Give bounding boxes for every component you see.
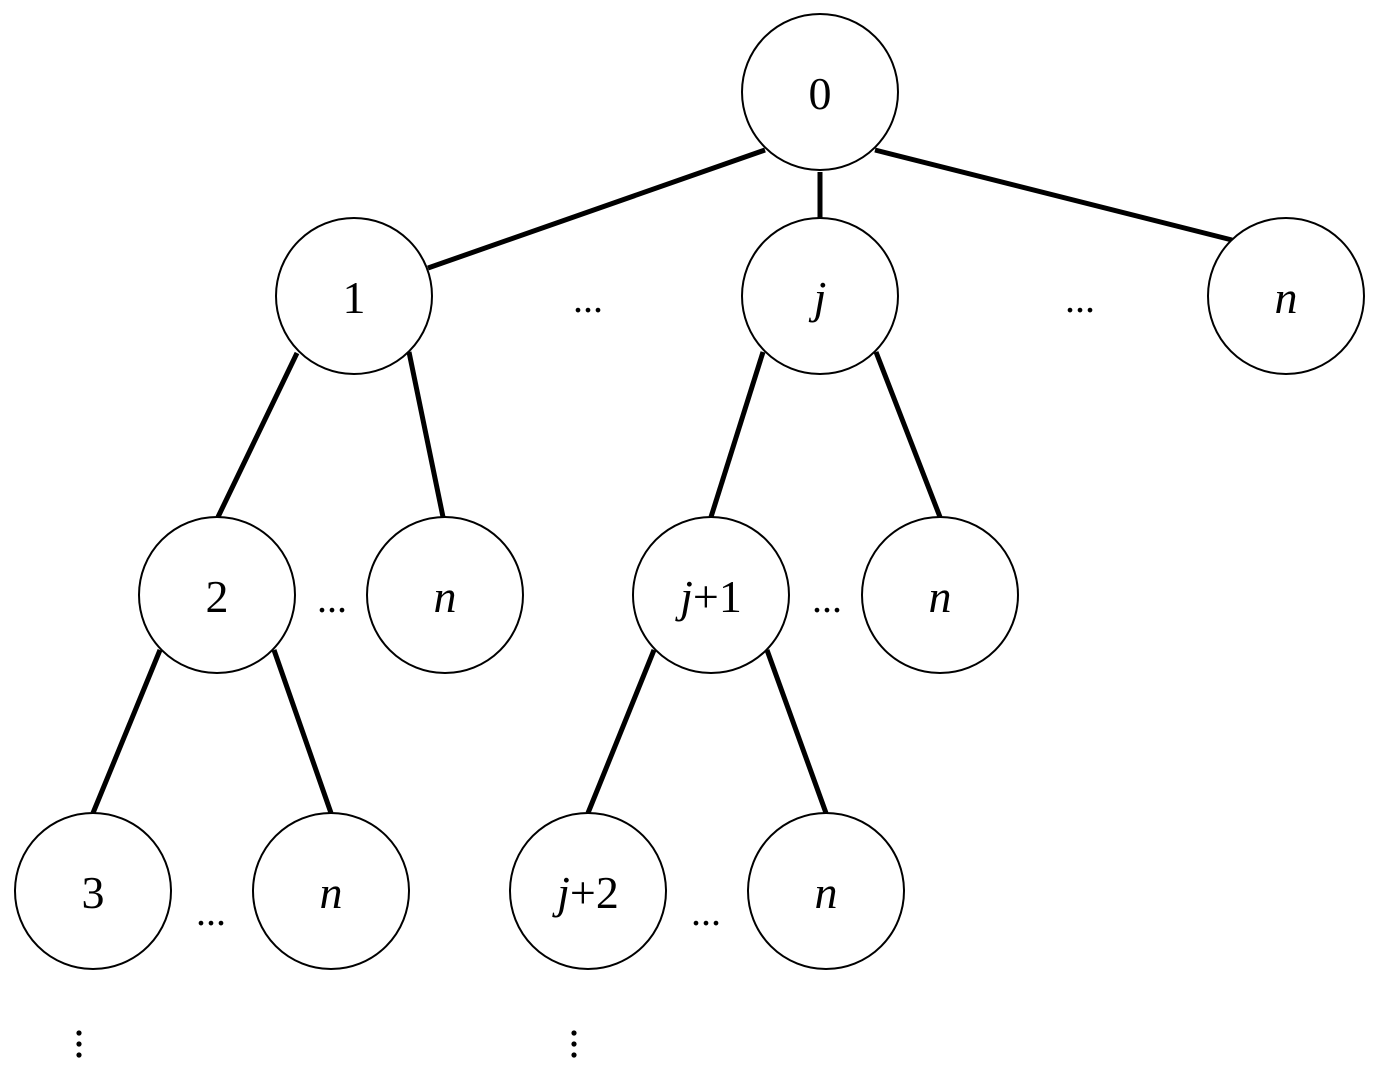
node-n-level3-right: n	[747, 812, 905, 970]
edge-1-n	[406, 351, 446, 518]
node-label: j+1	[675, 571, 742, 622]
node-label: 3	[82, 867, 105, 918]
edge-j-j1	[708, 351, 766, 518]
node-j-plus-1: j+1	[632, 516, 790, 674]
node-3: 3	[14, 812, 172, 970]
node-label: 2	[206, 571, 229, 622]
edge-2-3	[90, 649, 163, 814]
node-label: j+2	[552, 867, 619, 918]
node-label: n	[320, 867, 343, 918]
node-label: n	[1275, 272, 1298, 323]
node-label: 1	[343, 272, 366, 323]
ellipsis-level3-left: ...	[196, 889, 226, 934]
edge-2-n	[271, 649, 334, 814]
edge-j1-j2	[585, 649, 657, 814]
edges	[90, 147, 1233, 814]
node-n-level2-right: n	[861, 516, 1019, 674]
node-1: 1	[275, 217, 433, 375]
node-label: n	[929, 571, 952, 622]
ellipses: ... ... ... ... ... ...	[196, 276, 1095, 934]
edge-1-2	[215, 351, 300, 519]
edge-j-n	[873, 351, 943, 518]
ellipsis-level3-right: ...	[691, 889, 721, 934]
node-label: n	[434, 571, 457, 622]
node-n-level3-left: n	[252, 812, 410, 970]
node-root: 0	[741, 13, 899, 171]
node-n-level2-left: n	[366, 516, 524, 674]
node-j-plus-2: j+2	[509, 812, 667, 970]
vertical-ellipsis-left	[76, 1030, 82, 1058]
vertical-ellipsis-right	[571, 1030, 577, 1058]
node-label: j	[809, 272, 827, 323]
ellipsis-level2-left: ...	[317, 576, 347, 621]
edge-0-n	[874, 147, 1233, 243]
ellipsis-level2-right: ...	[812, 576, 842, 621]
edge-0-1	[427, 147, 766, 271]
node-n-top: n	[1207, 217, 1365, 375]
node-2: 2	[138, 516, 296, 674]
node-label: 0	[809, 68, 832, 119]
node-j: j	[741, 217, 899, 375]
ellipsis-level1-left: ...	[573, 276, 603, 321]
ellipsis-level1-right: ...	[1065, 276, 1095, 321]
node-label: n	[815, 867, 838, 918]
edge-j1-n	[764, 649, 829, 814]
